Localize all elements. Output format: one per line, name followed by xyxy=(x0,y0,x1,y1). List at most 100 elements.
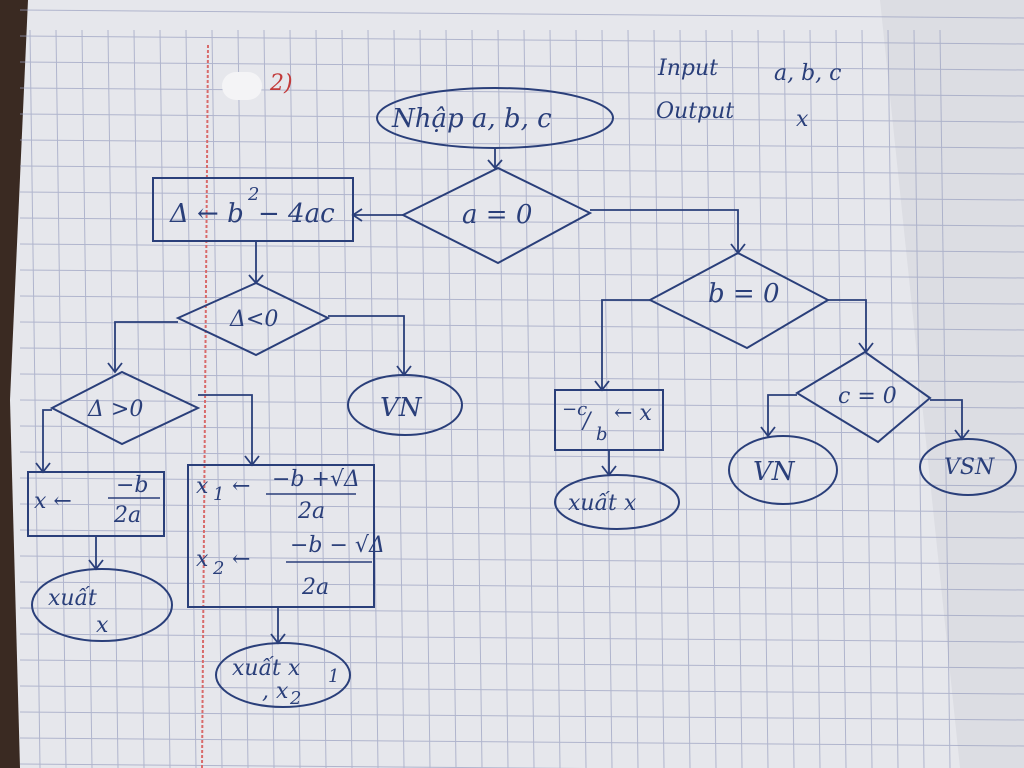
grid-line-v xyxy=(705,29,717,768)
grid-line-v xyxy=(445,29,457,768)
grid-line-v xyxy=(81,29,93,768)
vn-right-oval xyxy=(728,435,838,505)
start-label: Nhập a, b, c xyxy=(391,104,552,134)
x2-lhs: x xyxy=(196,547,209,572)
grid-line-v xyxy=(263,29,275,768)
grid-line-v xyxy=(29,29,41,768)
vn-right-label: VN xyxy=(753,457,796,487)
grid-line-h xyxy=(19,243,1024,253)
output-var: x xyxy=(796,107,809,132)
grid-line-h xyxy=(19,87,1024,97)
grid-line-v xyxy=(861,29,873,768)
decision-a-label: a = 0 xyxy=(462,200,532,230)
x2-num: −b − √Δ xyxy=(290,533,385,558)
output-two-label: xuất x xyxy=(232,655,301,681)
grid-line-v xyxy=(653,29,665,768)
grid-line-h xyxy=(19,399,1024,409)
grid-line-v xyxy=(393,29,405,768)
paper-smudge xyxy=(222,72,262,100)
grid-line-v xyxy=(107,29,119,768)
grid-line-v xyxy=(185,29,197,768)
grid-line-v xyxy=(939,29,951,768)
grid-line-v xyxy=(627,29,639,768)
double-root-num: −b xyxy=(116,473,149,498)
grid-line-h xyxy=(19,295,1024,305)
grid-line-h xyxy=(19,217,1024,227)
x1-lhs: x xyxy=(196,474,209,499)
edge-gt0-yes-to-two xyxy=(198,394,253,465)
grid-line-v xyxy=(341,29,353,768)
x1-num: −b +√Δ xyxy=(272,467,360,492)
output-two-sub1: 1 xyxy=(328,666,339,687)
graph-paper-grid xyxy=(19,9,1024,768)
grid-line-v xyxy=(887,29,899,768)
grid-line-v xyxy=(211,29,223,768)
grid-line-v xyxy=(523,29,535,768)
x1-arrow: ← xyxy=(232,474,250,499)
x2-arrow: ← xyxy=(232,547,250,572)
vsn-label: VSN xyxy=(944,455,995,480)
arrowheads xyxy=(35,159,970,645)
grid-line-h xyxy=(19,9,1024,19)
grid-line-v xyxy=(835,29,847,768)
edge-c-yes-to-vn xyxy=(767,394,797,436)
x1-sub: 1 xyxy=(213,484,224,505)
grid-line-v xyxy=(575,29,587,768)
grid-line-h xyxy=(19,685,1024,695)
edge-a-no-to-b xyxy=(590,209,739,253)
grid-line-v xyxy=(601,29,613,768)
decision-c-zero xyxy=(795,350,932,444)
delta-calc-lhs: Δ ← b xyxy=(169,199,244,229)
vsn-oval xyxy=(919,438,1017,496)
grid-line-h xyxy=(19,425,1024,435)
linear-den: b xyxy=(596,424,608,445)
grid-line-v xyxy=(315,29,327,768)
grid-line-v xyxy=(497,29,509,768)
grid-line-h xyxy=(19,165,1024,175)
input-label: Input xyxy=(657,56,718,81)
output-label: Output xyxy=(656,99,734,124)
x2-sub: 2 xyxy=(212,558,224,579)
output-two-sub2: 2 xyxy=(289,688,301,709)
grid-line-h xyxy=(19,763,585,768)
output-two-tail: , x xyxy=(262,679,289,704)
grid-line-h xyxy=(19,191,1024,201)
grid-line-h xyxy=(19,607,1024,617)
red-margin-line xyxy=(201,44,209,768)
grid-line-v xyxy=(913,29,925,768)
grid-line-h xyxy=(19,659,1024,669)
grid-line-v xyxy=(133,29,145,768)
delta-calc-box xyxy=(152,177,354,242)
grid-line-h xyxy=(19,61,1024,71)
grid-line-h xyxy=(19,633,1024,643)
grid-line-v xyxy=(237,29,249,768)
decision-delta-lt0 xyxy=(175,281,331,357)
grid-line-v xyxy=(471,29,483,768)
decision-delta-gt0 xyxy=(49,370,201,446)
two-roots-box xyxy=(187,464,375,608)
grid-line-h xyxy=(19,737,1024,747)
linear-slash: / xyxy=(581,409,593,434)
grid-line-v xyxy=(679,29,691,768)
grid-line-h xyxy=(19,451,1024,461)
edge-lt0-no-to-gt0 xyxy=(114,321,178,372)
edge-gt0-no-to-double xyxy=(42,409,52,472)
x1-den: 2a xyxy=(297,499,325,524)
grid-line-v xyxy=(731,29,743,768)
grid-line-h xyxy=(19,347,1024,357)
linear-arrow: ← x xyxy=(614,401,652,426)
grid-line-h xyxy=(19,35,1024,45)
decision-b-label: b = 0 xyxy=(708,279,780,309)
problem-number: 2) xyxy=(269,71,293,96)
delta-calc-rhs: − 4ac xyxy=(258,199,335,229)
grid-line-v xyxy=(783,29,795,768)
decision-delta-lt0-label: Δ<0 xyxy=(229,307,278,332)
output-double-oval xyxy=(31,568,173,642)
double-root-lhs: x ← xyxy=(34,489,72,514)
edge-c-no-to-vsn xyxy=(930,399,963,439)
vn-left-label: VN xyxy=(380,393,423,423)
decision-c-label: c = 0 xyxy=(838,384,897,409)
grid-line-v xyxy=(55,29,67,768)
edge-lt0-yes-to-vn xyxy=(328,315,405,375)
